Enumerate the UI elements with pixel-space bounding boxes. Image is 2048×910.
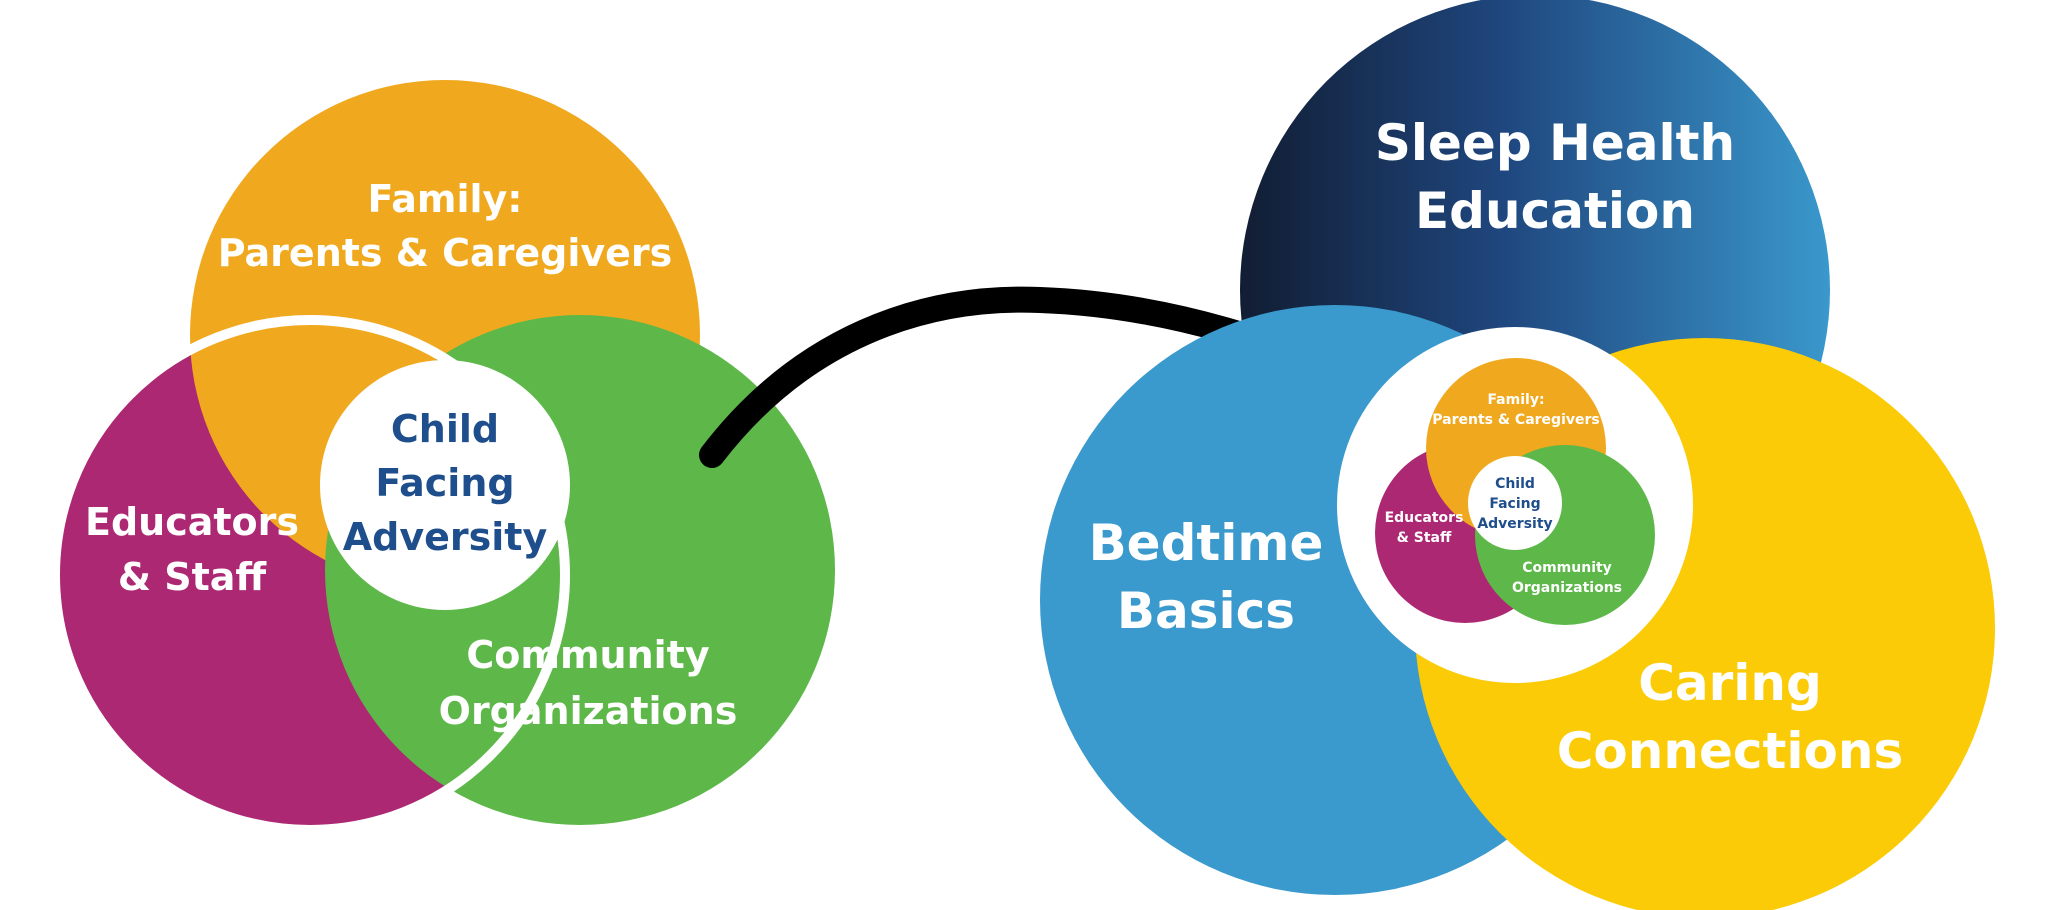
inner-center-circle bbox=[1468, 456, 1562, 550]
center-label-line2: Facing bbox=[375, 461, 514, 505]
inner-family-label-line1: Family: bbox=[1487, 392, 1544, 408]
sleep-health-label-line2: Education bbox=[1415, 182, 1695, 240]
center-label-line3: Adversity bbox=[343, 515, 548, 559]
inner-center-label-line2: Facing bbox=[1489, 496, 1540, 512]
right-ecosystem-diagram: Sleep Health Education Bedtime Basics Ca… bbox=[1040, 0, 1995, 910]
community-label-line1: Community bbox=[466, 633, 709, 677]
family-label-line2: Parents & Caregivers bbox=[218, 231, 673, 275]
inner-community-label-line1: Community bbox=[1522, 560, 1612, 576]
inner-center-label-line3: Adversity bbox=[1477, 516, 1552, 532]
inner-educators-label-line2: & Staff bbox=[1397, 530, 1452, 546]
center-label-line1: Child bbox=[391, 407, 499, 451]
educators-label-line2: & Staff bbox=[118, 555, 268, 599]
caring-connections-label-line2: Connections bbox=[1557, 722, 1904, 780]
community-label-line2: Organizations bbox=[439, 689, 738, 733]
educators-label-line1: Educators bbox=[85, 500, 299, 544]
bedtime-basics-label-line2: Basics bbox=[1117, 582, 1295, 640]
inner-community-label-line2: Organizations bbox=[1512, 580, 1622, 596]
family-label-line1: Family: bbox=[368, 177, 523, 221]
caring-connections-label-line1: Caring bbox=[1638, 654, 1822, 712]
inner-educators-label-line1: Educators bbox=[1385, 510, 1464, 526]
inner-family-label-line2: Parents & Caregivers bbox=[1432, 412, 1599, 428]
sleep-health-label-line1: Sleep Health bbox=[1375, 114, 1735, 172]
bedtime-basics-label-line1: Bedtime bbox=[1089, 514, 1324, 572]
inner-center-label-line1: Child bbox=[1495, 476, 1535, 492]
center-circle bbox=[320, 360, 570, 610]
inner-mini-diagram: Family: Parents & Caregivers Educators &… bbox=[1375, 358, 1655, 625]
